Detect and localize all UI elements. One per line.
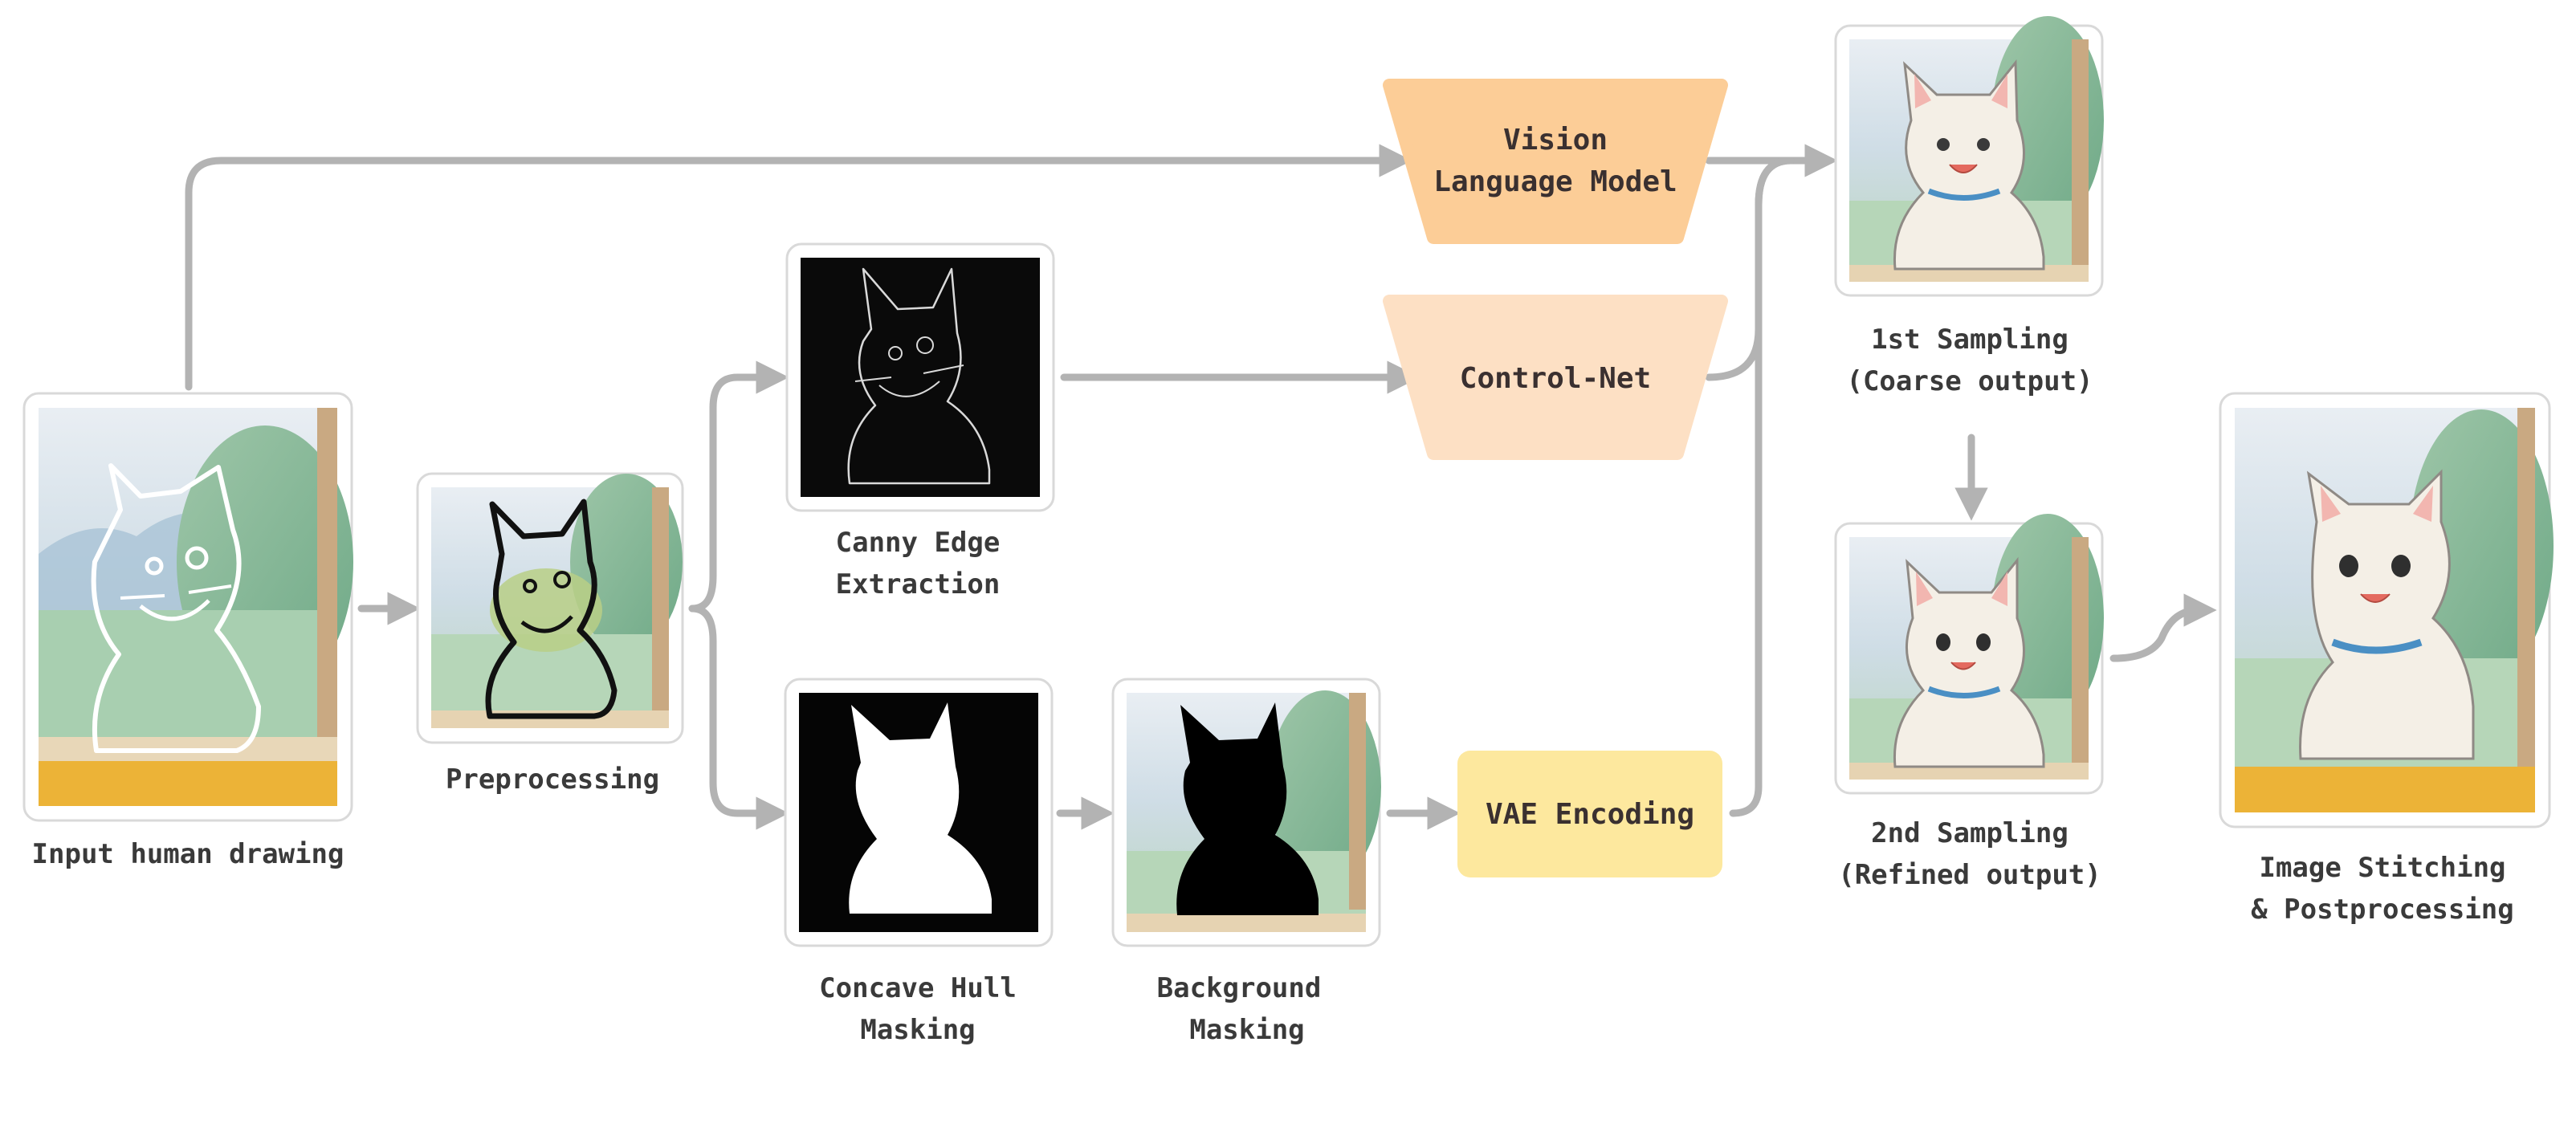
canny-edge-image	[785, 242, 1055, 512]
sampling1-label-line2: (Coarse output)	[1846, 365, 2093, 397]
arrow-sampling2-to-stitching	[2109, 593, 2217, 662]
preprocessing-image	[416, 472, 684, 744]
sampling2-label-line2: (Refined output)	[1838, 859, 2101, 891]
vlm-label-line1: Vision	[1503, 124, 1608, 157]
sampling2-label-line1: 2nd Sampling	[1871, 817, 2069, 849]
background-masking-image	[1111, 678, 1381, 947]
arrow-vae-merge	[1729, 157, 1795, 817]
concave-label-line1: Concave Hull	[819, 972, 1017, 1004]
concave-label-line2: Masking	[860, 1014, 975, 1046]
background-label-line1: Background	[1157, 972, 1322, 1004]
arrow-preprocessing-to-canny	[688, 360, 789, 613]
vlm-label-line2: Language Model	[1433, 165, 1677, 198]
stitching-image	[2219, 392, 2554, 828]
sampling1-label-line1: 1st Sampling	[1871, 324, 2069, 356]
background-label-line2: Masking	[1189, 1014, 1304, 1046]
controlnet-trapezoid	[1383, 295, 1728, 460]
input-drawing-image	[22, 392, 353, 822]
controlnet-node: Control-Net	[1383, 295, 1728, 460]
controlnet-label: Control-Net	[1460, 362, 1651, 395]
stitching-label-line2: & Postprocessing	[2251, 894, 2514, 926]
preprocessing-label: Preprocessing	[446, 763, 659, 796]
arrow-preprocessing-to-concave	[688, 605, 789, 830]
captions: Input human drawing Preprocessing Canny …	[32, 324, 2514, 1046]
vae-label: VAE Encoding	[1486, 798, 1694, 831]
vae-box	[1457, 751, 1722, 877]
canny-label-line1: Canny Edge	[836, 527, 1001, 559]
vlm-trapezoid	[1383, 79, 1728, 244]
arrow-controlnet-merge	[1705, 157, 1795, 381]
vae-node: VAE Encoding	[1457, 751, 1722, 877]
input-drawing-label: Input human drawing	[32, 838, 344, 870]
sampling1-image	[1834, 16, 2104, 297]
arrow-input-to-vlm	[185, 144, 1412, 391]
stitching-label-line1: Image Stitching	[2259, 852, 2505, 884]
canny-label-line2: Extraction	[836, 568, 1001, 600]
vlm-node: Vision Language Model	[1383, 79, 1728, 244]
sampling2-image	[1834, 514, 2104, 795]
concave-hull-image	[784, 678, 1054, 947]
connectors	[185, 144, 2217, 830]
